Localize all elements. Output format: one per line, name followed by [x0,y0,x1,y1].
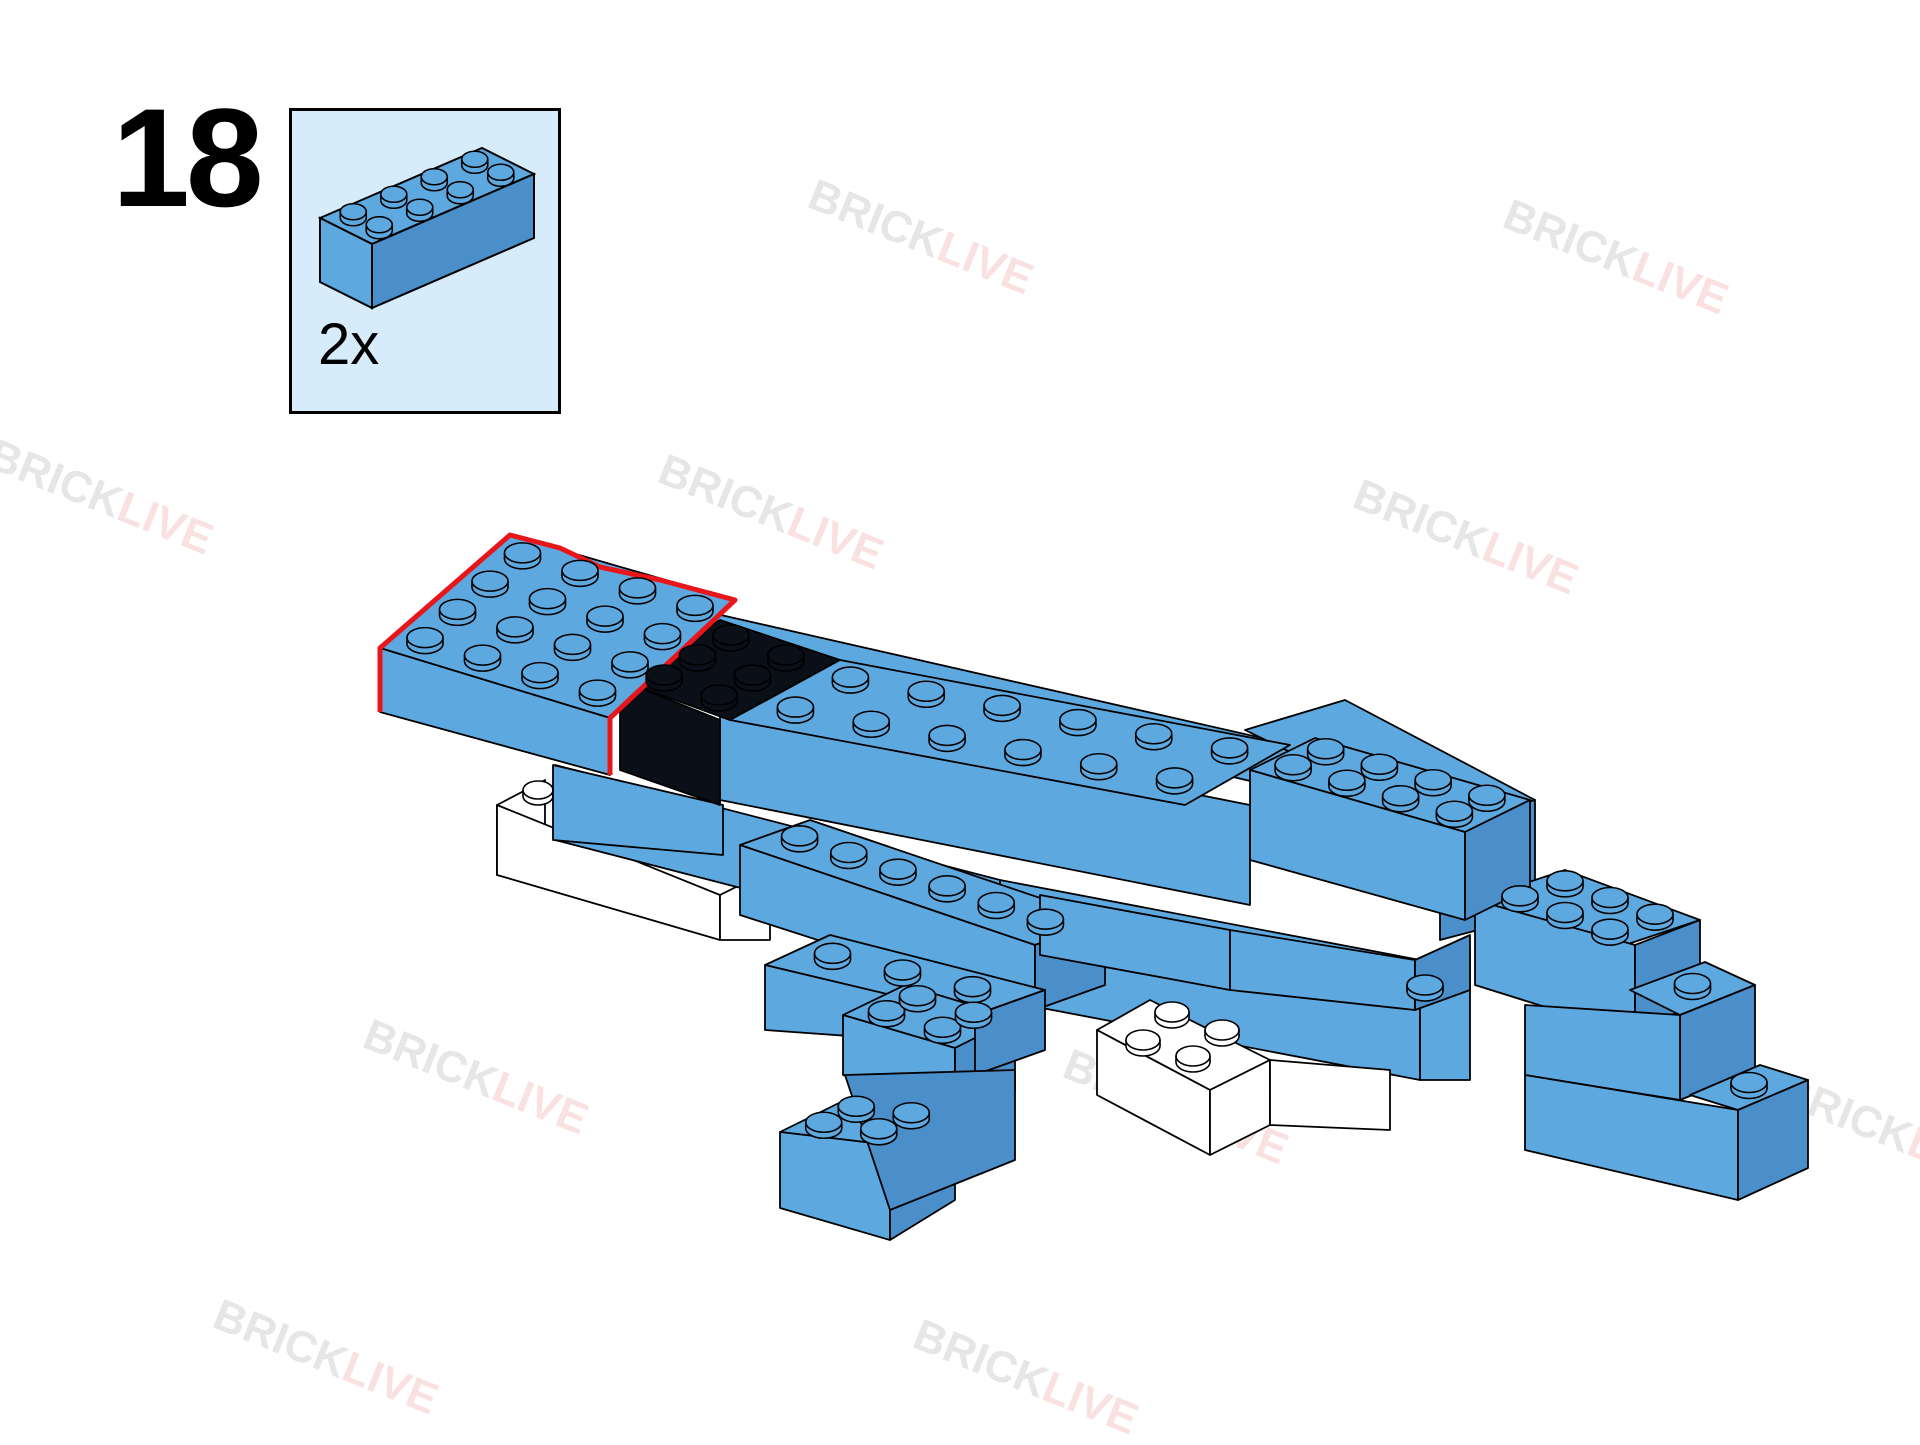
stud [1360,753,1399,782]
stud [898,984,937,1013]
stud [1501,885,1539,913]
stud [1059,708,1097,737]
stud [700,684,738,712]
stud [438,598,477,627]
stud [645,664,683,692]
stud [522,780,554,806]
stud [643,622,682,651]
stud [837,1095,876,1124]
stud [486,163,515,188]
stud [578,679,617,707]
brick-white [1269,1059,1391,1131]
stud [1079,752,1118,781]
stud [883,959,922,987]
stud [983,694,1021,723]
stud [1636,903,1674,931]
stud [1004,738,1042,767]
stud [831,666,870,694]
stud [1026,908,1065,936]
stud [561,559,599,588]
stud [521,661,559,690]
stud [1406,974,1444,1002]
stud [776,696,815,724]
stud [1591,918,1629,946]
brick-blue-side [974,989,1046,1076]
stud [859,1117,898,1146]
stud [611,651,649,679]
stud [767,644,805,672]
stud [1204,1019,1240,1047]
stud [618,577,657,605]
stud [1591,886,1629,915]
brick-blue-top [729,659,1291,806]
stud [867,999,906,1028]
stud [1328,769,1366,798]
parts-callout: 2x [289,108,561,414]
stud [928,875,966,903]
brick-blue [552,764,724,856]
stud [1274,753,1312,782]
step-number: 18 [112,79,264,236]
stud [954,1001,993,1030]
stud [406,626,444,655]
stud [460,150,489,175]
stud [586,605,624,633]
stud [471,570,509,598]
stud [420,167,449,192]
stud [829,841,868,870]
stud [463,644,502,672]
stud [977,891,1016,920]
stud [1468,784,1506,813]
stud [676,594,714,623]
brick-blue-side [844,1069,1016,1211]
stud [1730,1071,1768,1100]
stud [879,858,917,886]
stud [804,1111,843,1140]
stud [953,975,992,1004]
stud [1673,972,1712,1001]
model-illustration [377,532,1809,1241]
instruction-page: BRICKLIVE BRICKLIVE BRICKLIVE BRICKLIVE … [0,79,1920,1445]
brick-black [619,679,721,806]
stud [1306,737,1345,766]
stud [1134,722,1173,751]
stud [852,710,891,739]
stud [1381,784,1420,813]
stud [1155,767,1194,795]
stud [712,624,750,652]
stud [365,215,394,240]
stud [1546,870,1584,898]
stud [1546,901,1584,930]
stud [496,616,534,644]
brick-2x4-icon [317,146,537,310]
stud [446,180,475,205]
stud [678,644,717,672]
parts-quantity: 2x [318,312,380,377]
stud [1210,737,1249,765]
stud [405,198,434,223]
stud [813,942,852,971]
stud [503,542,542,570]
stud [1414,768,1452,797]
stud [923,1016,962,1045]
stud [553,633,592,662]
stud [780,825,819,853]
stud [1154,1001,1190,1029]
stud [339,202,368,227]
stud [1125,1029,1161,1057]
stud [928,724,966,753]
stud [733,664,772,692]
stud [1435,800,1474,829]
stud [907,680,946,709]
stud [1175,1045,1211,1073]
stud [892,1101,931,1130]
brick-blue-side [1737,1079,1809,1201]
stud [379,185,408,210]
stud [528,587,567,616]
